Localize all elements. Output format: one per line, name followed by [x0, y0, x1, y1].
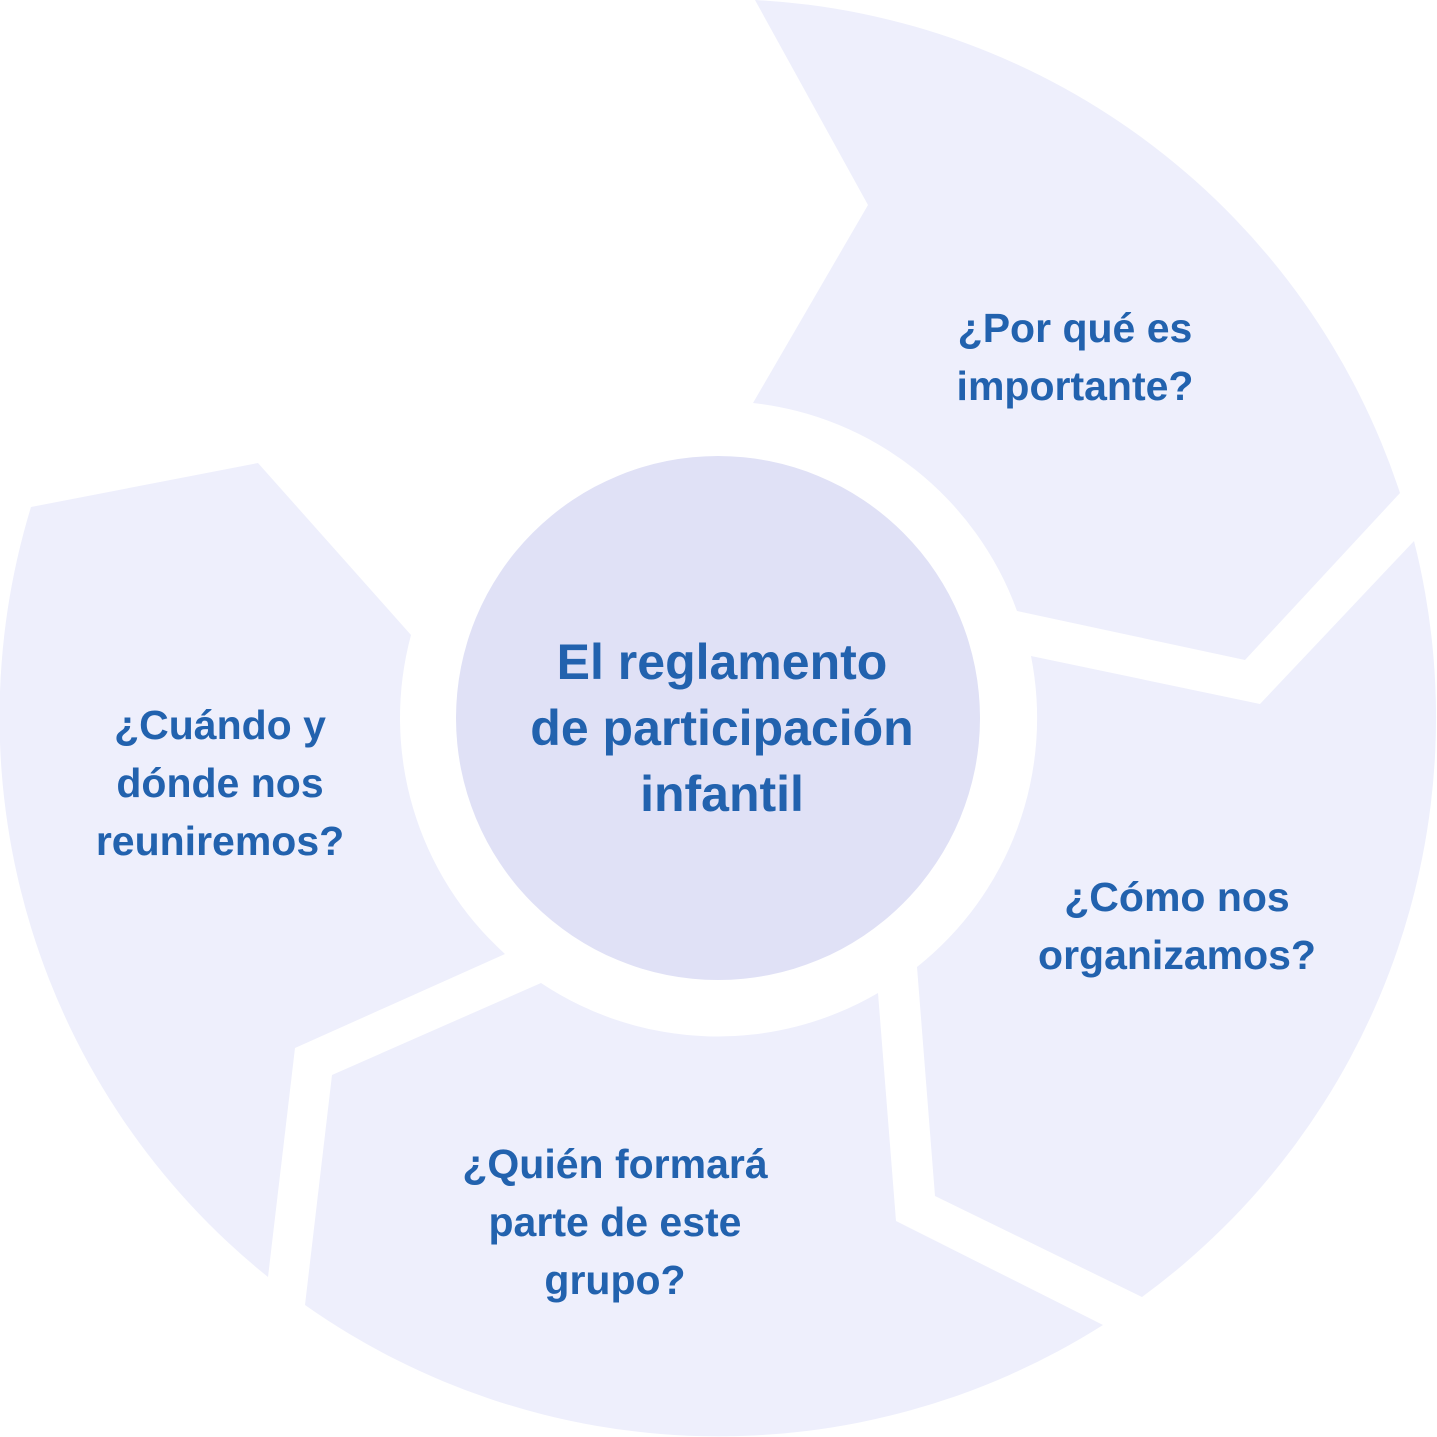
segment-label-how-organize: ¿Cómo nos organizamos? — [1038, 868, 1316, 984]
segment-why-important — [753, 0, 1400, 660]
segment-label-line: importante? — [956, 363, 1194, 409]
center-title-line: El reglamento — [556, 634, 888, 690]
segment-label-line: ¿Cuándo y — [114, 702, 326, 748]
segment-label-line: ¿Cómo nos — [1064, 874, 1290, 920]
segment-label-line: reuniremos? — [95, 818, 345, 864]
segment-label-line: organizamos? — [1038, 932, 1316, 978]
segment-when-where — [0, 463, 505, 1277]
center-title-line: de participación — [530, 700, 914, 756]
segment-label-who-forms-group: ¿Quién formará parte de este grupo? — [462, 1135, 767, 1309]
center-circle — [456, 456, 980, 980]
segment-label-line: ¿Por qué es — [957, 305, 1193, 351]
center-title: El reglamento de participación infantil — [530, 629, 913, 827]
segment-label-line: parte de este — [488, 1199, 742, 1245]
segment-who-forms-group — [305, 983, 1103, 1437]
segment-label-line: dónde nos — [116, 760, 324, 806]
center-title-line: infantil — [640, 766, 804, 822]
segment-label-line: grupo? — [544, 1257, 686, 1303]
segment-label-when-where: ¿Cuándo y dónde nos reuniremos? — [96, 696, 344, 870]
segment-how-organize — [917, 541, 1437, 1297]
segment-label-line: ¿Quién formará — [462, 1141, 768, 1187]
segment-label-why-important: ¿Por qué es importante? — [957, 299, 1194, 415]
